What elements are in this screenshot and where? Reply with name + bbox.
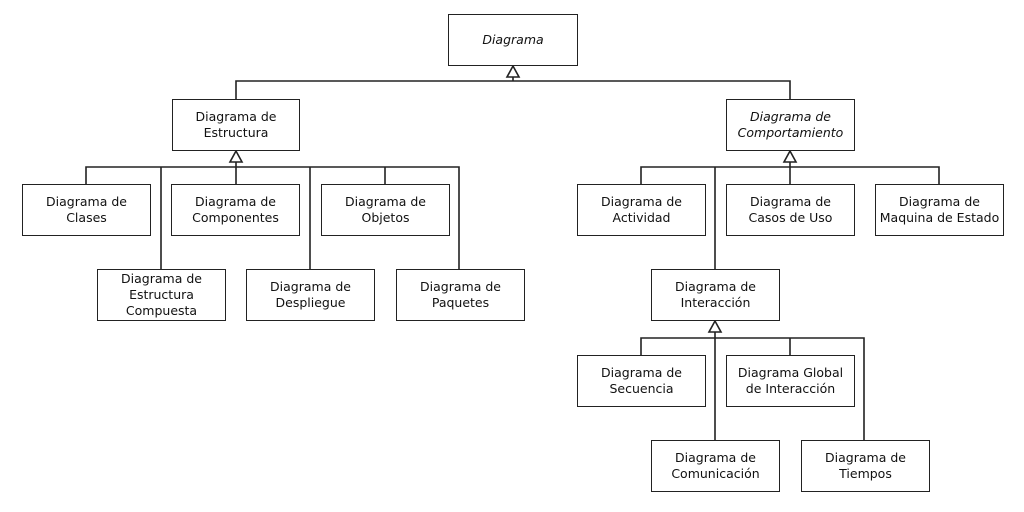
node-diagrama-maquina-de-estado[interactable]: Diagrama de Maquina de Estado: [875, 184, 1004, 236]
node-label: Diagrama de Maquina de Estado: [879, 194, 1000, 225]
node-label: Diagrama de Objetos: [345, 194, 426, 225]
edge-interaccion-children: [640, 332, 865, 440]
edge-comportamiento-children: [640, 162, 940, 269]
node-label: Diagrama de Comportamiento: [737, 109, 844, 140]
node-diagrama-comunicacion[interactable]: Diagrama de Comunicación: [651, 440, 780, 492]
edge-root-children: [235, 77, 791, 99]
node-label: Diagrama de Comunicación: [671, 450, 760, 481]
edge-estructura-children: [85, 162, 460, 269]
node-label: Diagrama de Interacción: [675, 279, 756, 310]
node-diagrama-actividad[interactable]: Diagrama de Actividad: [577, 184, 706, 236]
node-diagrama[interactable]: Diagrama: [448, 14, 578, 66]
generalization-arrow-icon: [707, 319, 723, 333]
node-diagrama-componentes[interactable]: Diagrama de Componentes: [171, 184, 300, 236]
node-label: Diagrama de Despliegue: [270, 279, 351, 310]
node-diagrama-secuencia[interactable]: Diagrama de Secuencia: [577, 355, 706, 407]
generalization-arrow-icon: [782, 149, 798, 163]
node-diagrama-clases[interactable]: Diagrama de Clases: [22, 184, 151, 236]
node-diagrama-estructura[interactable]: Diagrama de Estructura: [172, 99, 300, 151]
node-label: Diagrama de Componentes: [192, 194, 279, 225]
node-label: Diagrama de Paquetes: [420, 279, 501, 310]
node-diagrama-estructura-compuesta[interactable]: Diagrama de Estructura Compuesta: [97, 269, 226, 321]
node-label: Diagrama Global de Interacción: [737, 365, 844, 396]
node-label: Diagrama de Actividad: [601, 194, 682, 225]
node-label: Diagrama: [482, 32, 544, 47]
node-label: Diagrama de Tiempos: [825, 450, 906, 481]
node-diagrama-objetos[interactable]: Diagrama de Objetos: [321, 184, 450, 236]
node-label: Diagrama de Estructura: [195, 109, 277, 140]
node-diagrama-global-interaccion[interactable]: Diagrama Global de Interacción: [726, 355, 855, 407]
generalization-arrow-icon: [228, 149, 244, 163]
node-diagrama-casos-de-uso[interactable]: Diagrama de Casos de Uso: [726, 184, 855, 236]
node-diagrama-comportamiento[interactable]: Diagrama de Comportamiento: [726, 99, 855, 151]
node-diagrama-tiempos[interactable]: Diagrama de Tiempos: [801, 440, 930, 492]
node-diagrama-interaccion[interactable]: Diagrama de Interacción: [651, 269, 780, 321]
node-label: Diagrama de Secuencia: [601, 365, 682, 396]
node-label: Diagrama de Casos de Uso: [748, 194, 833, 225]
node-label: Diagrama de Clases: [46, 194, 127, 225]
node-label: Diagrama de Estructura Compuesta: [121, 271, 202, 318]
node-diagrama-despliegue[interactable]: Diagrama de Despliegue: [246, 269, 375, 321]
generalization-arrow-icon: [505, 64, 521, 78]
node-diagrama-paquetes[interactable]: Diagrama de Paquetes: [396, 269, 525, 321]
